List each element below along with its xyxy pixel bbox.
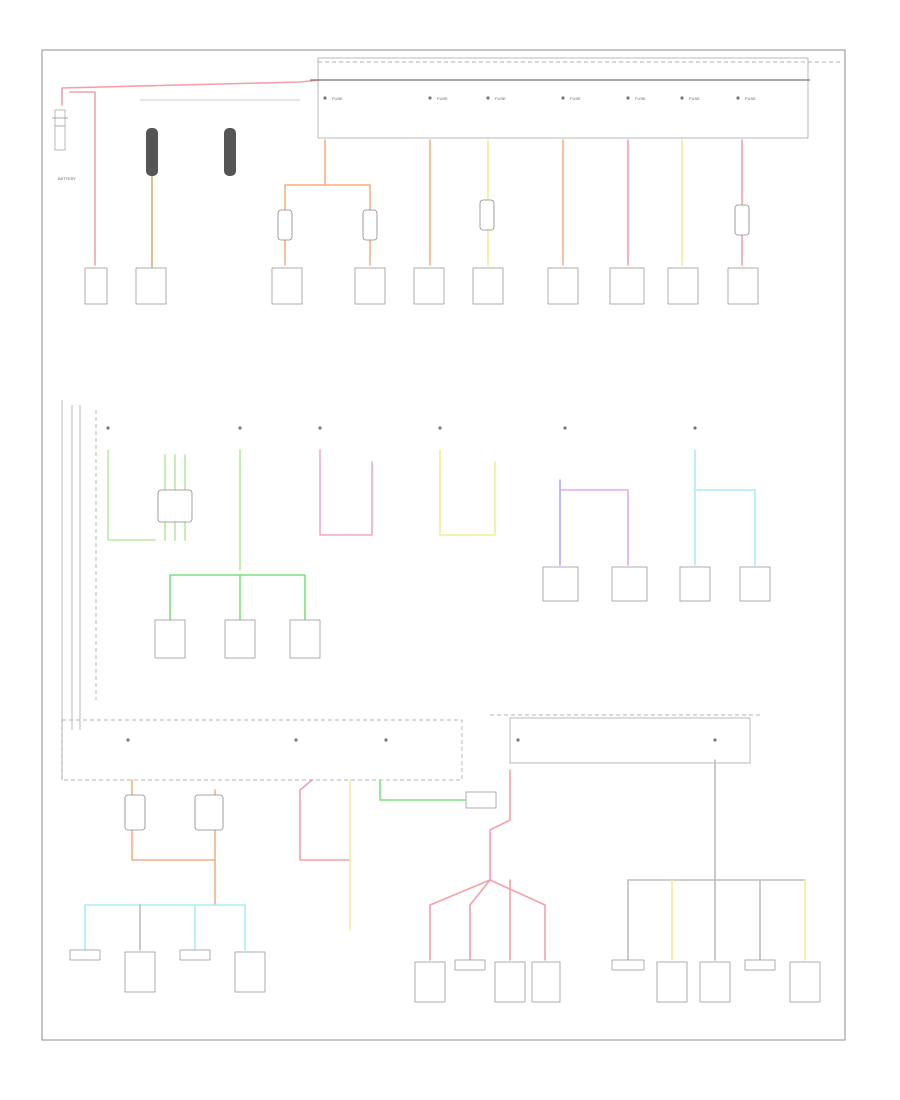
solenoid-3 — [179, 949, 211, 961]
trailer-relay-3 — [289, 619, 321, 659]
trailer-module — [547, 267, 579, 305]
fuse-7: FUSE — [736, 96, 756, 101]
lamp-5 — [789, 961, 821, 1003]
fuse-2: FUSE — [428, 96, 448, 101]
page-frame — [41, 49, 846, 1041]
fuse-1: FUSE — [323, 96, 343, 101]
horn-relay — [727, 267, 759, 305]
bottom-wires — [84, 759, 806, 961]
lamp-right — [739, 566, 771, 602]
radio-1 — [414, 961, 446, 1003]
radio-4 — [531, 961, 561, 1003]
ignition-switch — [413, 267, 445, 305]
radio-2 — [454, 959, 486, 971]
mirror-right — [611, 566, 648, 602]
solenoid-2 — [124, 951, 156, 993]
fuse-3: FUSE — [486, 96, 506, 101]
fusible-link-2 — [224, 128, 236, 176]
lower-fuse-block — [61, 714, 760, 781]
alt-relay — [667, 267, 699, 305]
svg-text:FUSE: FUSE — [437, 96, 448, 101]
alternator — [135, 267, 167, 305]
mid-fuse-frame — [61, 400, 697, 780]
lamp-3 — [699, 961, 731, 1003]
fuel-pump-relay — [271, 267, 303, 305]
battery-symbol — [54, 109, 66, 151]
fuse-6: FUSE — [680, 96, 700, 101]
trailer-relay-1 — [154, 619, 186, 659]
fusible-links — [140, 99, 300, 271]
svg-text:FUSE: FUSE — [635, 96, 646, 101]
mid-components — [154, 566, 771, 659]
mirror-left — [542, 566, 579, 602]
fuse-5: FUSE — [626, 96, 646, 101]
fusible-link-1 — [146, 128, 158, 176]
lamp-4 — [744, 959, 776, 971]
svg-text:FUSE: FUSE — [689, 96, 700, 101]
starter-relay — [84, 267, 108, 305]
solenoid-4 — [234, 951, 266, 993]
cruise-relay — [472, 267, 504, 305]
fuse-row-top: FUSE FUSE FUSE FUSE FUSE FUSE FUSE — [323, 96, 756, 101]
fuse-block: FUSE FUSE FUSE FUSE FUSE FUSE FUSE — [310, 57, 840, 139]
trailer-relay-2 — [224, 619, 256, 659]
lamp-left — [679, 566, 711, 602]
top-components — [84, 267, 759, 305]
top-wires — [277, 139, 750, 266]
battery-positive-wire — [61, 79, 321, 106]
solenoid-1 — [69, 949, 101, 961]
lamp-1 — [611, 959, 645, 971]
svg-text:FUSE: FUSE — [570, 96, 581, 101]
mid-wires — [107, 449, 756, 931]
fuse-block-frame — [317, 57, 809, 139]
lamp-2 — [656, 961, 688, 1003]
radio-3 — [494, 961, 526, 1003]
battery-label: BATTERY — [58, 176, 76, 181]
overdrive-module — [609, 267, 645, 305]
main-relay — [354, 267, 386, 305]
battery-to-starter-wire — [69, 91, 96, 266]
svg-text:FUSE: FUSE — [495, 96, 506, 101]
fuse-4: FUSE — [561, 96, 581, 101]
svg-text:FUSE: FUSE — [745, 96, 756, 101]
svg-text:FUSE: FUSE — [332, 96, 343, 101]
battery-section: BATTERY — [52, 79, 321, 266]
bottom-components — [69, 949, 821, 1003]
